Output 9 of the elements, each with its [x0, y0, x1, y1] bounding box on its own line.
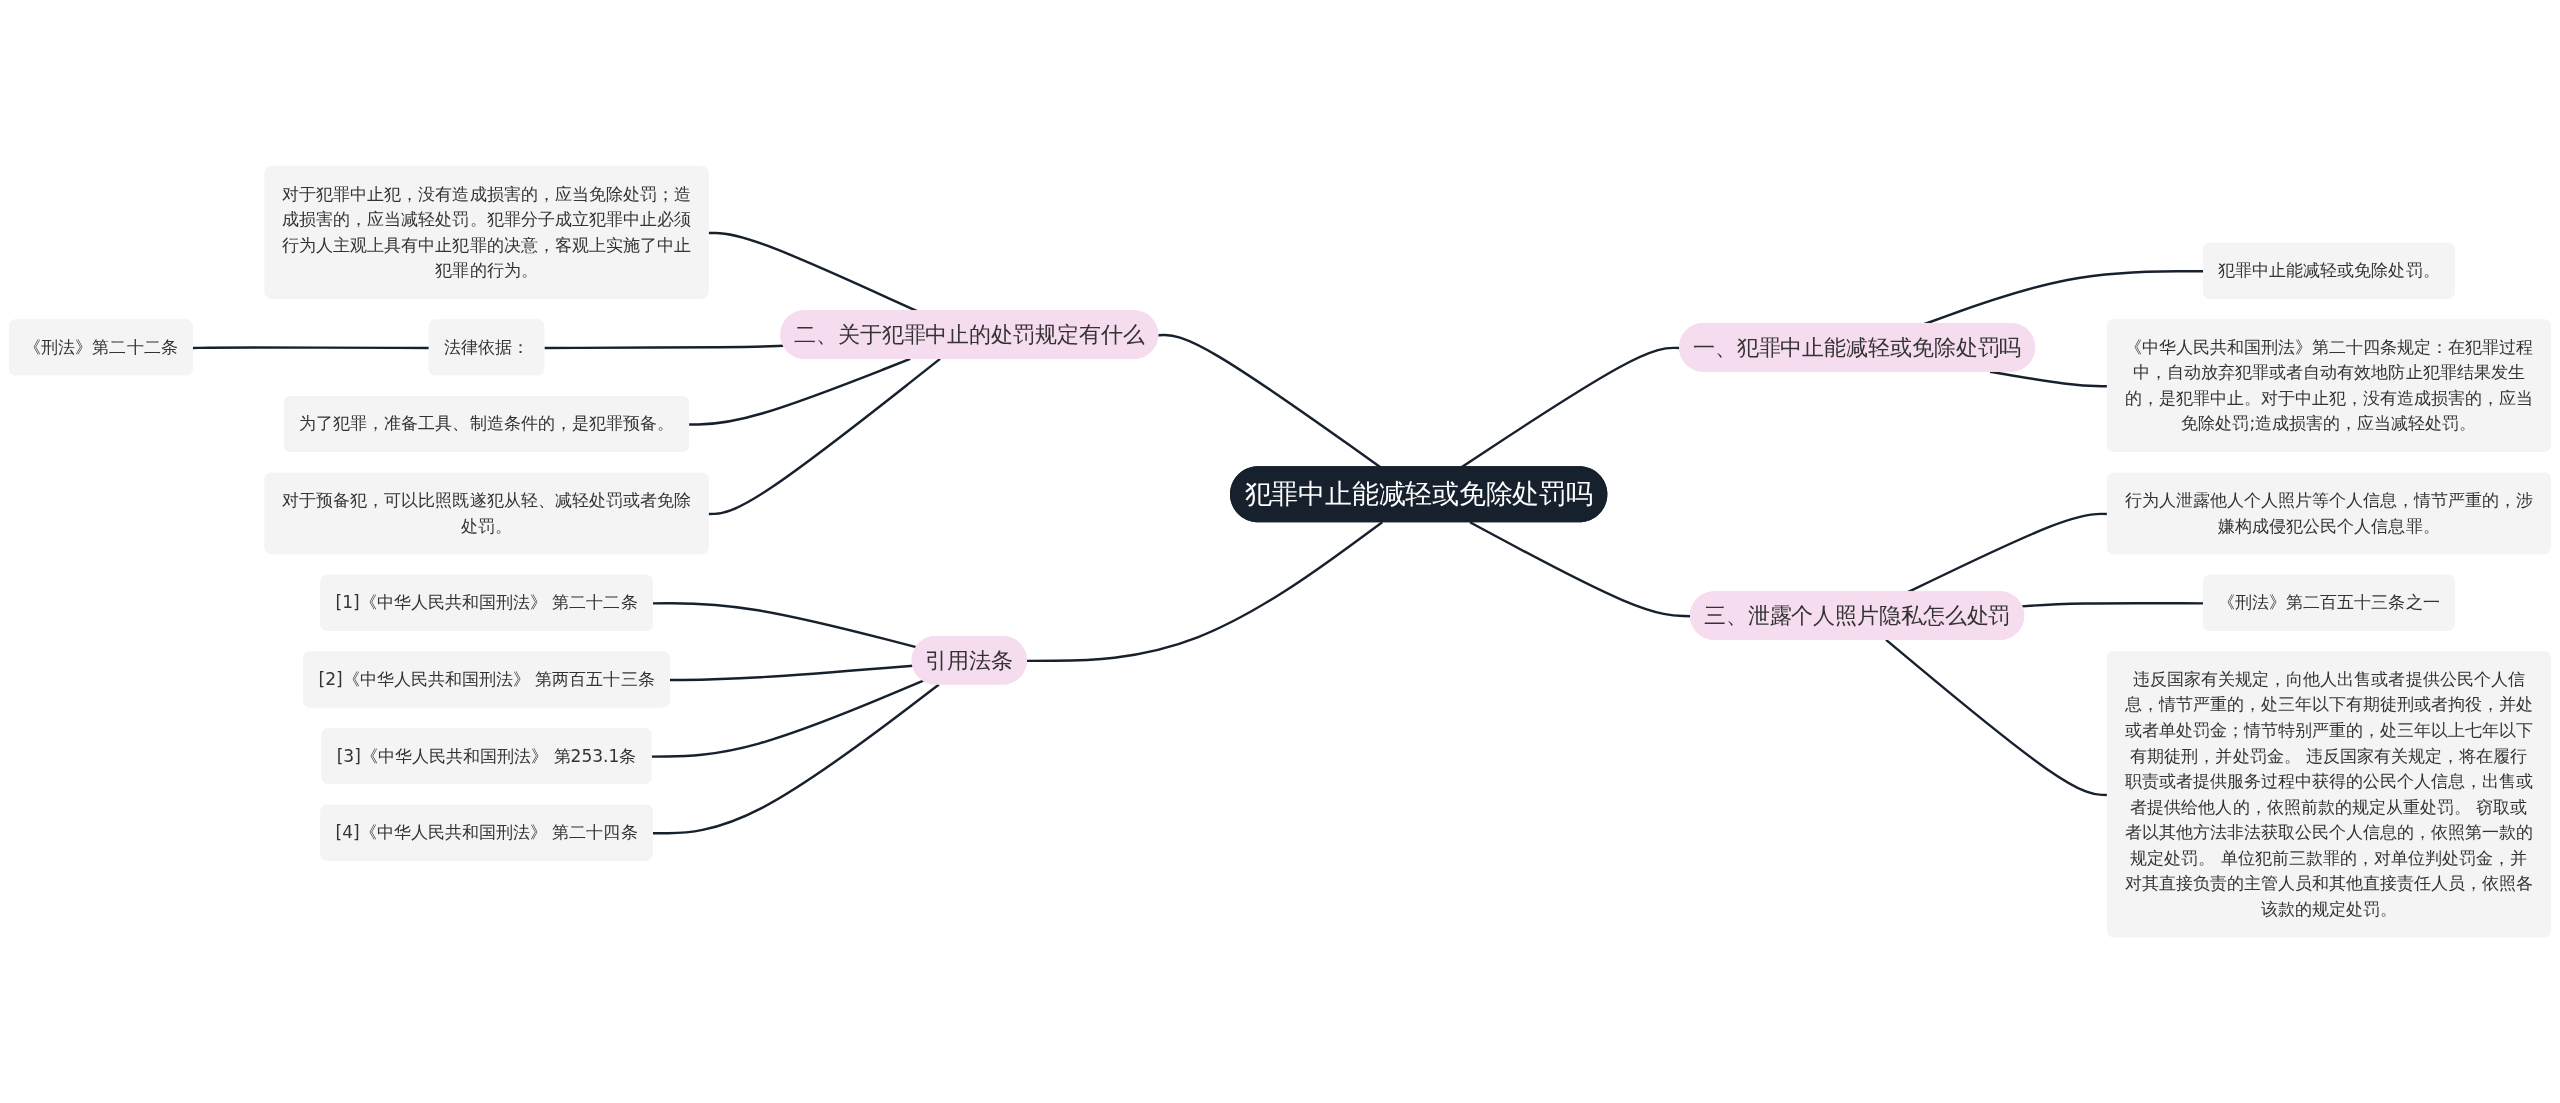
connector: [708, 357, 941, 515]
connector: [651, 679, 924, 758]
connector: [652, 683, 940, 835]
connector: [652, 601, 918, 649]
connector: [192, 346, 430, 349]
connector: [669, 664, 914, 682]
connector: [544, 344, 785, 349]
connector: [689, 357, 911, 426]
connector: [1026, 521, 1383, 662]
